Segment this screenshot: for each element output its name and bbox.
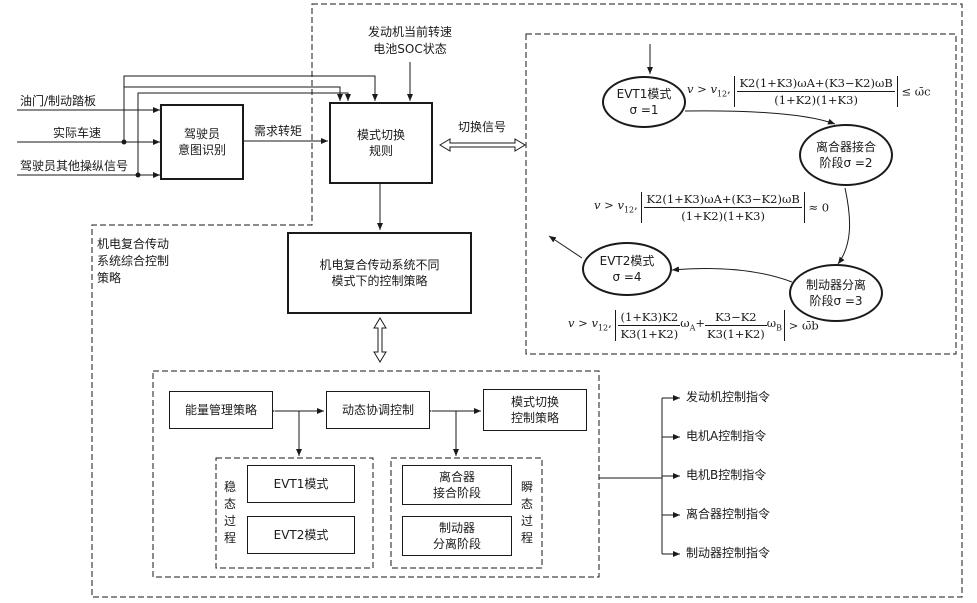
strategy-boundary (91, 3, 963, 598)
throttle-label: 油门/制动踏板 (20, 94, 97, 108)
mode-switch-panel (525, 33, 957, 355)
engine-speed-label: 发动机当前转速 (367, 25, 452, 39)
clutch-phase-line1: 离合器 (438, 470, 475, 484)
brake-phase-line1: 制动器 (438, 521, 475, 535)
c2-denominator: (1+K2)(1+K3) (681, 209, 765, 223)
state-brake-release: 制动器分离 阶段σ =3 (789, 264, 883, 322)
driver-intent-line1: 驾驶员 (183, 127, 220, 141)
switch-signal-double-arrow (439, 138, 526, 152)
clutch-phase-line2: 接合阶段 (432, 486, 481, 500)
dynamic-coord-label: 动态协调控制 (341, 403, 414, 417)
state-evt1-name: EVT1模式 (616, 87, 672, 101)
condition-1: v > v12, K2(1+K3)ωA+(K3−K2)ωB(1+K2)(1+K3… (687, 76, 931, 107)
brake-phase-line2: 分离阶段 (432, 537, 481, 551)
mode-switch-rule-line1: 模式切换 (356, 128, 405, 142)
switch-signal-label: 切换信号 (458, 120, 507, 134)
strategy-double-arrow (373, 317, 387, 363)
torque-label: 需求转矩 (254, 124, 303, 138)
c3-frac1-den: K3(1+K2) (620, 327, 679, 341)
c1-prefix: v > v (687, 81, 717, 96)
steady-panel (215, 457, 374, 569)
output-motor-a: 电机A控制指令 (686, 429, 767, 443)
mode-switch-ctrl-box: 模式切换 控制策略 (483, 389, 587, 431)
steady-label: 稳态过程 (223, 480, 236, 545)
mode-switch-ctrl-line2: 控制策略 (510, 411, 559, 425)
evt1-mode-box: EVT1模式 (247, 465, 355, 503)
speed-label: 实际车速 (53, 126, 102, 140)
c1-numerator: K2(1+K3)ωA+(K3−K2)ωB (737, 76, 895, 92)
brake-phase-box: 制动器 分离阶段 (402, 516, 512, 556)
mode-switch-rule-box: 模式切换 规则 (329, 102, 433, 184)
driver-other-label: 驾驶员其他操纵信号 (20, 159, 129, 173)
c2-numerator: K2(1+K3)ωA+(K3−K2)ωB (644, 192, 802, 208)
state-evt1-sigma: σ =1 (629, 103, 659, 117)
evt2-mode-label: EVT2模式 (273, 528, 329, 542)
evt2-mode-box: EVT2模式 (247, 516, 355, 554)
speed-bypass (123, 86, 343, 142)
transient-label: 瞬态过程 (520, 480, 533, 545)
outer-label-line1: 机电复合传动 (97, 237, 170, 251)
c3-sub: 12 (597, 323, 609, 333)
battery-soc-label: 电池SOC状态 (373, 42, 447, 56)
dynamic-coord-box: 动态协调控制 (326, 391, 430, 429)
outer-label-line2: 系统综合控制 (97, 254, 170, 268)
clutch-phase-box: 离合器 接合阶段 (402, 465, 512, 505)
state-evt2: EVT2模式 σ =4 (582, 242, 672, 296)
energy-mgmt-box: 能量管理策略 (169, 391, 273, 429)
junction-dot (121, 139, 127, 145)
c2-sub: 12 (623, 205, 635, 215)
driver-intent-line2: 意图识别 (177, 143, 226, 157)
c3-relation: > ω̄b (788, 318, 819, 333)
c1-denominator: (1+K2)(1+K3) (774, 93, 858, 107)
c1-sub: 12 (716, 89, 728, 99)
c3-frac2-den: K3(1+K2) (707, 327, 765, 341)
state-evt2-name: EVT2模式 (599, 254, 655, 268)
control-strategy-line2: 模式下的控制策略 (331, 274, 428, 288)
state-brake-name: 制动器分离 (805, 278, 866, 292)
output-clutch: 离合器控制指令 (686, 507, 771, 521)
condition-2: v > v12, K2(1+K3)ωA+(K3−K2)ωB(1+K2)(1+K3… (594, 192, 830, 223)
control-strategy-line1: 机电复合传动系统不同 (319, 258, 440, 272)
c2-relation: ≈ 0 (808, 200, 830, 215)
state-clutch-engage: 离合器接合 阶段σ =2 (799, 124, 893, 186)
mode-switch-rule-line2: 规则 (368, 144, 393, 158)
c3-frac2-num: K3−K2 (705, 310, 767, 326)
junction-dot (135, 172, 141, 178)
outer-label: 机电复合传动 系统综合控制 策略 (97, 236, 169, 287)
lower-panel (152, 370, 600, 578)
state-clutch-sigma: 阶段σ =2 (819, 156, 873, 170)
energy-mgmt-label: 能量管理策略 (184, 403, 257, 417)
control-strategy-box: 机电复合传动系统不同 模式下的控制策略 (287, 232, 472, 314)
output-motor-b: 电机B控制指令 (686, 468, 767, 482)
clutch-to-brake (837, 187, 851, 265)
transient-panel (390, 457, 543, 569)
evt1-to-clutch (684, 110, 836, 125)
driver-intent-box: 驾驶员 意图识别 (160, 104, 244, 180)
state-brake-sigma: 阶段σ =3 (809, 294, 863, 308)
c2-prefix: v > v (594, 197, 624, 212)
c1-relation: ≤ ω̄c (901, 84, 931, 99)
mode-switch-ctrl-line1: 模式切换 (510, 395, 559, 409)
brake-to-evt2 (671, 266, 793, 283)
evt2-exit (548, 235, 583, 259)
output-engine: 发动机控制指令 (686, 390, 771, 404)
evt1-mode-label: EVT1模式 (273, 477, 329, 491)
state-evt1: EVT1模式 σ =1 (602, 76, 686, 128)
c3-frac1-num: (1+K3)K2 (618, 310, 681, 326)
c3-prefix: v > v (568, 315, 598, 330)
output-brake: 制动器控制指令 (686, 546, 771, 560)
outer-label-line3: 策略 (97, 271, 122, 285)
state-evt2-sigma: σ =4 (612, 270, 642, 284)
state-clutch-name: 离合器接合 (815, 140, 876, 154)
driver-bypass (137, 92, 351, 175)
